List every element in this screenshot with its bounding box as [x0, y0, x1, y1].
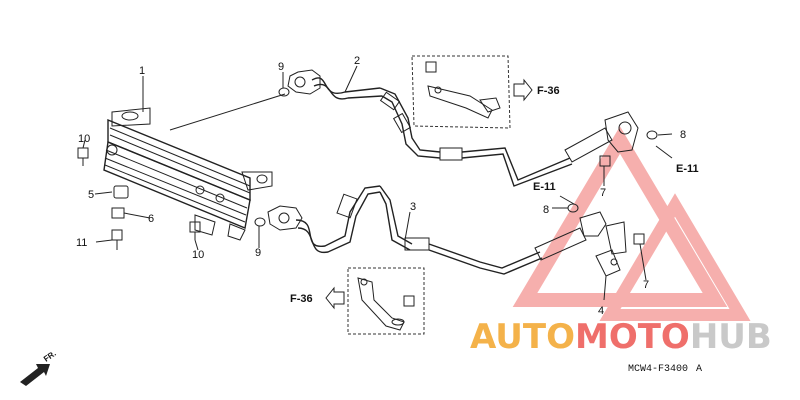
bracket-inset-top	[411, 55, 511, 129]
oil-cooler	[103, 107, 273, 241]
front-direction-arrow: FR.	[20, 349, 58, 386]
leader-lines	[82, 65, 673, 301]
watermark-hub: HUB	[690, 317, 772, 357]
front-label: FR.	[42, 349, 58, 364]
upper-oil-pipe	[287, 69, 639, 187]
callout-11: 11	[76, 237, 87, 249]
callout-7-lower: 7	[643, 279, 649, 291]
watermark-auto: AUTO	[470, 317, 575, 357]
callout-9-lower: 9	[255, 247, 261, 259]
callout-8-middle: 8	[543, 204, 549, 216]
watermark-moto: MOTO	[575, 317, 690, 357]
ref-arrow-right-icon	[513, 78, 533, 102]
callout-9-upper: 9	[278, 61, 284, 73]
callout-7-upper: 7	[600, 187, 606, 199]
e11-arrow-middle-icon	[559, 195, 575, 205]
watermark-logo	[512, 126, 751, 321]
pipe-clamp	[595, 221, 627, 277]
callout-1: 1	[139, 65, 145, 77]
callout-3: 3	[410, 201, 416, 213]
ref-f36-bottom: F-36	[290, 293, 313, 305]
callout-6: 6	[148, 213, 154, 225]
bracket-inset-bottom	[347, 267, 425, 335]
callout-5: 5	[88, 189, 94, 201]
e11-arrow-right-icon	[655, 145, 673, 159]
watermark-text: AUTOMOTOHUB	[470, 317, 772, 357]
ref-arrow-left-icon	[325, 286, 345, 310]
callout-2: 2	[354, 55, 360, 67]
diagram-code-suffix: A	[696, 364, 702, 375]
diagram-code: MCW4-F3400	[628, 364, 688, 375]
callout-8-right: 8	[680, 129, 686, 141]
ref-f36-top: F-36	[537, 85, 560, 97]
callout-10-bottom: 10	[192, 249, 204, 261]
callout-4: 4	[598, 305, 604, 317]
ref-e11-right: E-11	[676, 163, 699, 175]
ref-e11-middle: E-11	[533, 181, 556, 193]
callout-10-left: 10	[78, 133, 90, 145]
